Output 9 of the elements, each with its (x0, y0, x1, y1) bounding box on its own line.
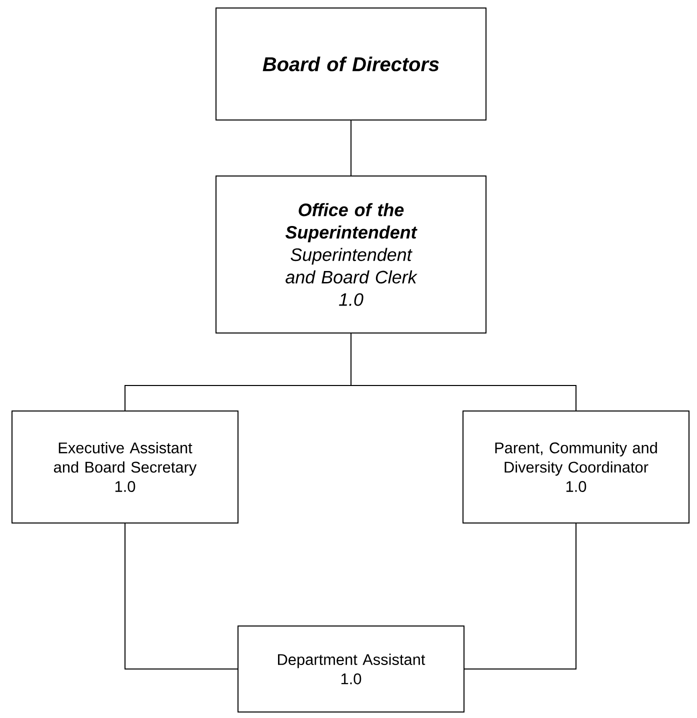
org-box: Parent, Community and Diversity Coordinator 1.0 (462, 410, 690, 524)
org-box: Office of the Superintendent Superintendent and Board Clerk 1.0 (216, 176, 486, 334)
org-box: Executive Assistant and Board Secretary 1.0 (12, 410, 238, 524)
connector-line (350, 120, 352, 176)
org-box: Board of Directors (216, 8, 486, 120)
connector-line (350, 333, 576, 411)
connector-line (124, 523, 238, 670)
connector-line (464, 523, 576, 670)
org-box: Department Assistant 1.0 (238, 626, 464, 712)
